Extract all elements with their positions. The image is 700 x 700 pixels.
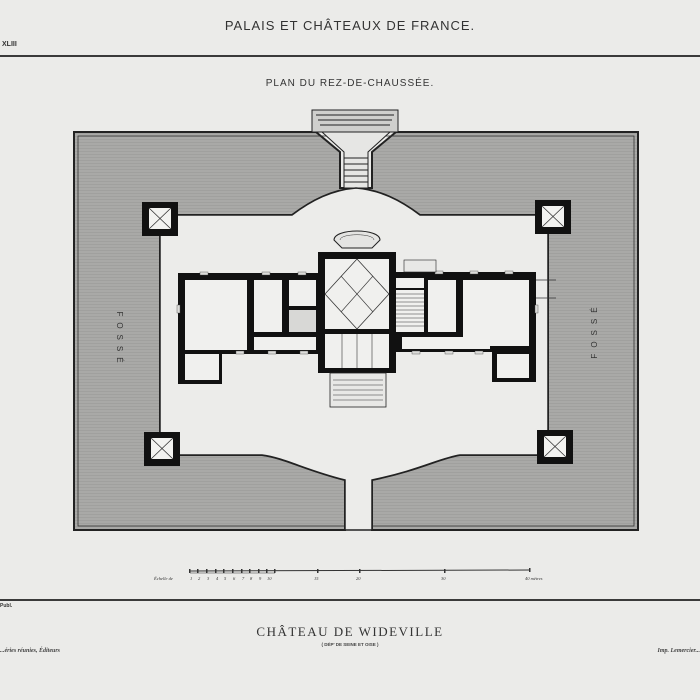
chateau-name: CHÂTEAU DE WIDEVILLE <box>256 624 444 639</box>
plate-number: XLIII <box>2 41 17 48</box>
svg-text:6: 6 <box>233 576 236 581</box>
bottom-rule <box>0 599 700 601</box>
left-corner-note: Publ. <box>0 603 13 609</box>
svg-text:20: 20 <box>356 576 361 581</box>
moat-label-left: FOSSÉ <box>115 311 124 368</box>
moat-label-right: FOSSÉ <box>590 301 599 358</box>
publisher-credit: ...éries réunies, Éditeurs <box>0 648 61 654</box>
svg-text:5: 5 <box>224 576 227 581</box>
svg-text:8: 8 <box>250 576 253 581</box>
scale-prefix: Échelle de <box>153 576 173 581</box>
main-building <box>176 230 556 408</box>
pavilion-bottom-left <box>144 432 180 466</box>
plan-title: PLAN DU REZ-DE-CHAUSSÉE. <box>265 78 435 89</box>
corner-pavilions <box>142 200 573 466</box>
pavilion-top-left <box>142 202 178 236</box>
svg-text:7: 7 <box>242 576 245 581</box>
svg-text:30: 30 <box>441 576 446 581</box>
svg-text:10: 10 <box>267 576 272 581</box>
scale-bar: Échelle de 1 2 3 4 5 6 7 8 9 10 15 20 30… <box>153 568 543 581</box>
svg-text:15: 15 <box>314 576 319 581</box>
svg-text:40 mètres: 40 mètres <box>525 576 543 581</box>
top-rule <box>0 55 700 57</box>
svg-text:3: 3 <box>207 576 210 581</box>
pavilion-bottom-right <box>537 430 573 464</box>
printer-credit: Imp. Lemercier... <box>657 648 700 654</box>
series-title: PALAIS ET CHÂTEAUX DE FRANCE. <box>224 18 476 33</box>
pavilion-top-right <box>535 200 571 234</box>
svg-text:2: 2 <box>198 576 201 581</box>
top-bridge-stairs <box>311 109 399 189</box>
svg-text:9: 9 <box>259 576 262 581</box>
svg-text:1: 1 <box>190 576 192 581</box>
chateau-department: ( DÉP' DE SEINE ET OISE ) <box>321 642 379 647</box>
svg-text:4: 4 <box>216 576 219 581</box>
